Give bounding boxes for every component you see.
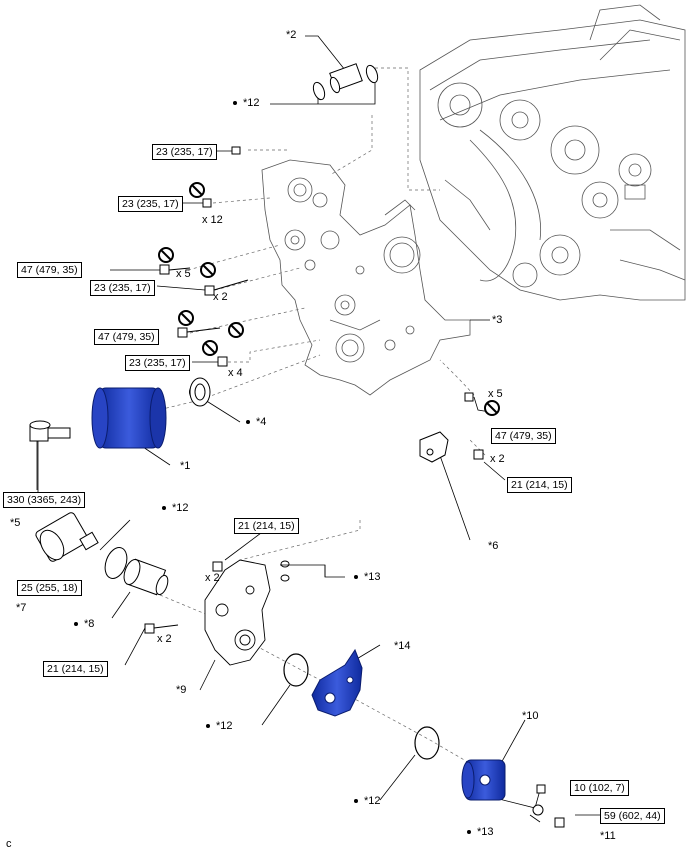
quantity-label: x 5 bbox=[176, 268, 191, 280]
bullet-dot bbox=[354, 799, 358, 804]
callout-1: *1 bbox=[180, 460, 191, 472]
torque-spec-box: 23 (235, 17) bbox=[90, 280, 155, 296]
oil-filter-bracket-part bbox=[204, 559, 271, 666]
callout-4-text: *4 bbox=[256, 416, 267, 428]
callout-12-mid: *12 bbox=[162, 502, 189, 515]
idler-pulley-part bbox=[91, 387, 167, 449]
bullet-dot bbox=[162, 506, 166, 511]
callout-12-mid-text: *12 bbox=[172, 502, 189, 514]
callout-14: *14 bbox=[394, 640, 411, 652]
callout-8-text: *8 bbox=[84, 618, 95, 630]
bolts bbox=[144, 146, 565, 828]
bullet-dot bbox=[467, 830, 471, 835]
torque-spec-box: 21 (214, 15) bbox=[43, 661, 108, 677]
o-ring-large-1 bbox=[283, 653, 309, 687]
oil-filter-cap-part bbox=[35, 512, 99, 562]
leader-lines bbox=[36, 35, 600, 823]
torque-spec-box: 25 (255, 18) bbox=[17, 580, 82, 596]
torque-spec-box: 330 (3365, 243) bbox=[3, 492, 86, 508]
bullet-dot bbox=[246, 420, 250, 425]
callout-12-low1: *12 bbox=[206, 720, 233, 733]
bracket-part bbox=[419, 431, 449, 463]
torque-spec-box: 10 (102, 7) bbox=[570, 780, 629, 796]
callout-10: *10 bbox=[522, 710, 539, 722]
callout-12-top: *12 bbox=[233, 97, 260, 110]
torque-spec-box: 47 (479, 35) bbox=[17, 262, 82, 278]
callout-9: *9 bbox=[176, 684, 187, 696]
torque-spec-box: 21 (214, 15) bbox=[507, 477, 572, 493]
callout-12-low1-text: *12 bbox=[216, 720, 233, 732]
bullet-dot bbox=[233, 101, 237, 106]
o-ring-large-2 bbox=[414, 726, 440, 760]
torque-spec-box: 47 (479, 35) bbox=[491, 428, 556, 444]
pulley-bolt-part bbox=[29, 420, 71, 442]
bullet-dot bbox=[206, 724, 210, 729]
timing-chain-cover-drawing bbox=[261, 159, 471, 396]
water-pipe-part bbox=[312, 63, 379, 101]
callout-12-low2-text: *12 bbox=[364, 795, 381, 807]
callout-13-top-text: *13 bbox=[364, 571, 381, 583]
oil-filter-element-part bbox=[123, 558, 169, 596]
o-ring-oil-filter bbox=[104, 547, 128, 579]
callout-12-top-text: *12 bbox=[243, 97, 260, 109]
bullet-dot bbox=[74, 622, 78, 627]
oil-cooler-bracket-part bbox=[311, 648, 363, 717]
callout-7: *7 bbox=[16, 602, 27, 614]
callout-12-low2: *12 bbox=[354, 795, 381, 808]
o-rings-13 bbox=[280, 560, 290, 582]
quantity-label: x 2 bbox=[490, 453, 505, 465]
callout-2: *2 bbox=[286, 29, 297, 41]
callout-11: *11 bbox=[600, 830, 616, 842]
callout-4: *4 bbox=[246, 416, 266, 429]
quantity-label: x 5 bbox=[488, 388, 503, 400]
callout-13-low: *13 bbox=[467, 826, 494, 839]
plate-washer-part bbox=[189, 377, 211, 407]
quantity-label: x 4 bbox=[228, 367, 243, 379]
torque-spec-box: 23 (235, 17) bbox=[125, 355, 190, 371]
torque-spec-box: 23 (235, 17) bbox=[152, 144, 217, 160]
quantity-label: x 2 bbox=[213, 291, 228, 303]
callout-13-low-text: *13 bbox=[477, 826, 494, 838]
callout-6: *6 bbox=[488, 540, 499, 552]
corner-mark: c bbox=[6, 838, 12, 850]
oil-cooler-part bbox=[461, 759, 506, 801]
torque-spec-box: 21 (214, 15) bbox=[234, 518, 299, 534]
bullet-dot bbox=[354, 575, 358, 580]
callout-13-top: *13 bbox=[354, 571, 381, 584]
torque-spec-box: 59 (602, 44) bbox=[600, 808, 665, 824]
engine-block-drawing bbox=[419, 4, 686, 301]
quantity-label: x 2 bbox=[205, 572, 220, 584]
quantity-label: x 12 bbox=[202, 214, 223, 226]
callout-8: *8 bbox=[74, 618, 94, 631]
torque-spec-box: 23 (235, 17) bbox=[118, 196, 183, 212]
quantity-label: x 2 bbox=[157, 633, 172, 645]
torque-spec-box: 47 (479, 35) bbox=[94, 329, 159, 345]
callout-5: *5 bbox=[10, 517, 21, 529]
callout-3: *3 bbox=[492, 314, 503, 326]
